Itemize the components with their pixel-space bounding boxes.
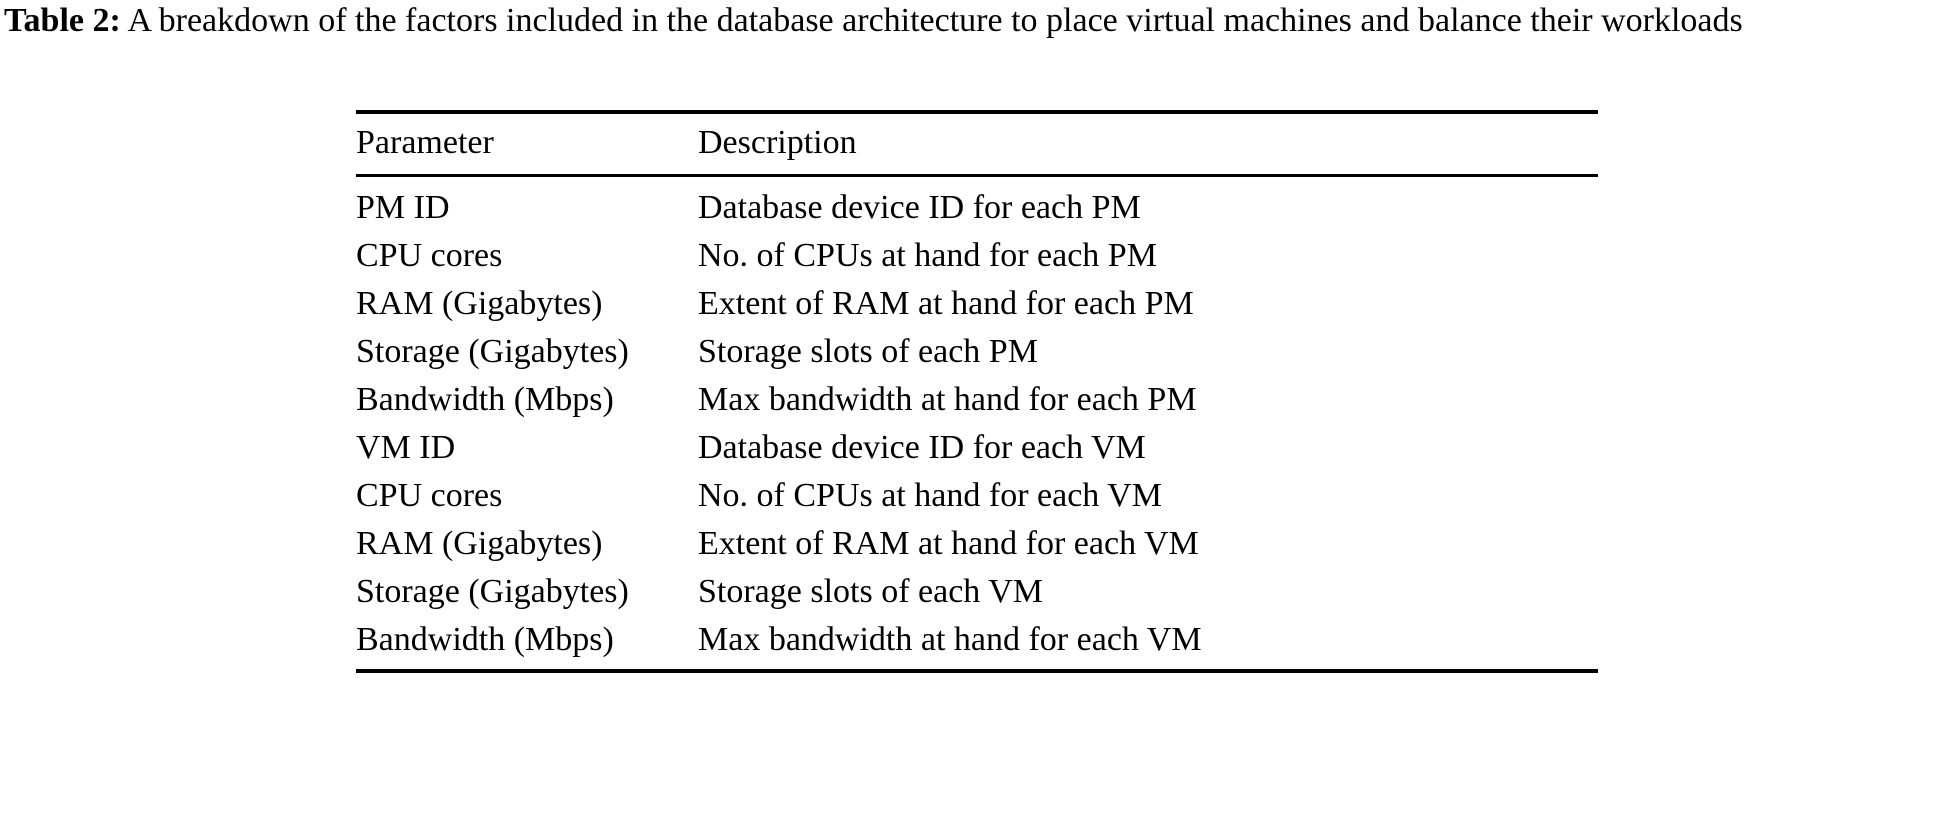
cell-parameter: CPU cores (356, 237, 503, 274)
cell-description: Storage slots of each VM (698, 573, 1043, 610)
cell-description: Max bandwidth at hand for each PM (698, 381, 1197, 418)
cell-description: Storage slots of each PM (698, 333, 1038, 370)
caption-text: A breakdown of the factors included in t… (120, 2, 1743, 39)
table-row: RAM (Gigabytes) Extent of RAM at hand for… (356, 520, 1598, 568)
cell-parameter: PM ID (356, 174, 698, 232)
cell-parameter: RAM (Gigabytes) (356, 525, 603, 562)
table-row: Storage (Gigabytes) Storage slots of each… (356, 328, 1598, 376)
cell-parameter: VM ID (356, 429, 456, 466)
cell-description: No. of CPUs at hand for each PM (698, 237, 1157, 274)
cell-parameter: Bandwidth (Mbps) (356, 616, 698, 673)
cell-description: Database device ID for each PM (698, 174, 1598, 232)
cell-description: Database device ID for each VM (698, 429, 1146, 466)
table-row: CPU cores No. of CPUs at hand for each PM (356, 232, 1598, 280)
table-row: VM ID Database device ID for each VM (356, 424, 1598, 472)
cell-parameter: Storage (Gigabytes) (356, 573, 629, 610)
table-caption: Table 2: A breakdown of the factors incl… (4, 0, 1950, 43)
cell-description: No. of CPUs at hand for each VM (698, 477, 1162, 514)
table-row: Bandwidth (Mbps)Max bandwidth at hand fo… (356, 616, 1598, 673)
cell-parameter: Storage (Gigabytes) (356, 333, 629, 370)
table-header: Parameter Description (356, 110, 1598, 176)
cell-parameter: Bandwidth (Mbps) (356, 381, 614, 418)
table-row: Bandwidth (Mbps) Max bandwidth at hand fo… (356, 376, 1598, 424)
cell-description: Extent of RAM at hand for each VM (698, 525, 1199, 562)
cell-description: Extent of RAM at hand for each PM (698, 285, 1194, 322)
caption-label: Table 2: (4, 2, 121, 39)
table-header-row: Parameter Description (356, 110, 1598, 176)
table-row: Storage (Gigabytes) Storage slots of each… (356, 568, 1598, 616)
column-header-description: Description (698, 110, 1598, 176)
table-row: CPU cores No. of CPUs at hand for each VM (356, 472, 1598, 520)
cell-parameter: RAM (Gigabytes) (356, 285, 603, 322)
cell-parameter: CPU cores (356, 477, 503, 514)
cell-description: Max bandwidth at hand for each VM (698, 616, 1598, 673)
column-header-parameter: Parameter (356, 110, 698, 176)
table-row: RAM (Gigabytes) Extent of RAM at hand for… (356, 280, 1598, 328)
